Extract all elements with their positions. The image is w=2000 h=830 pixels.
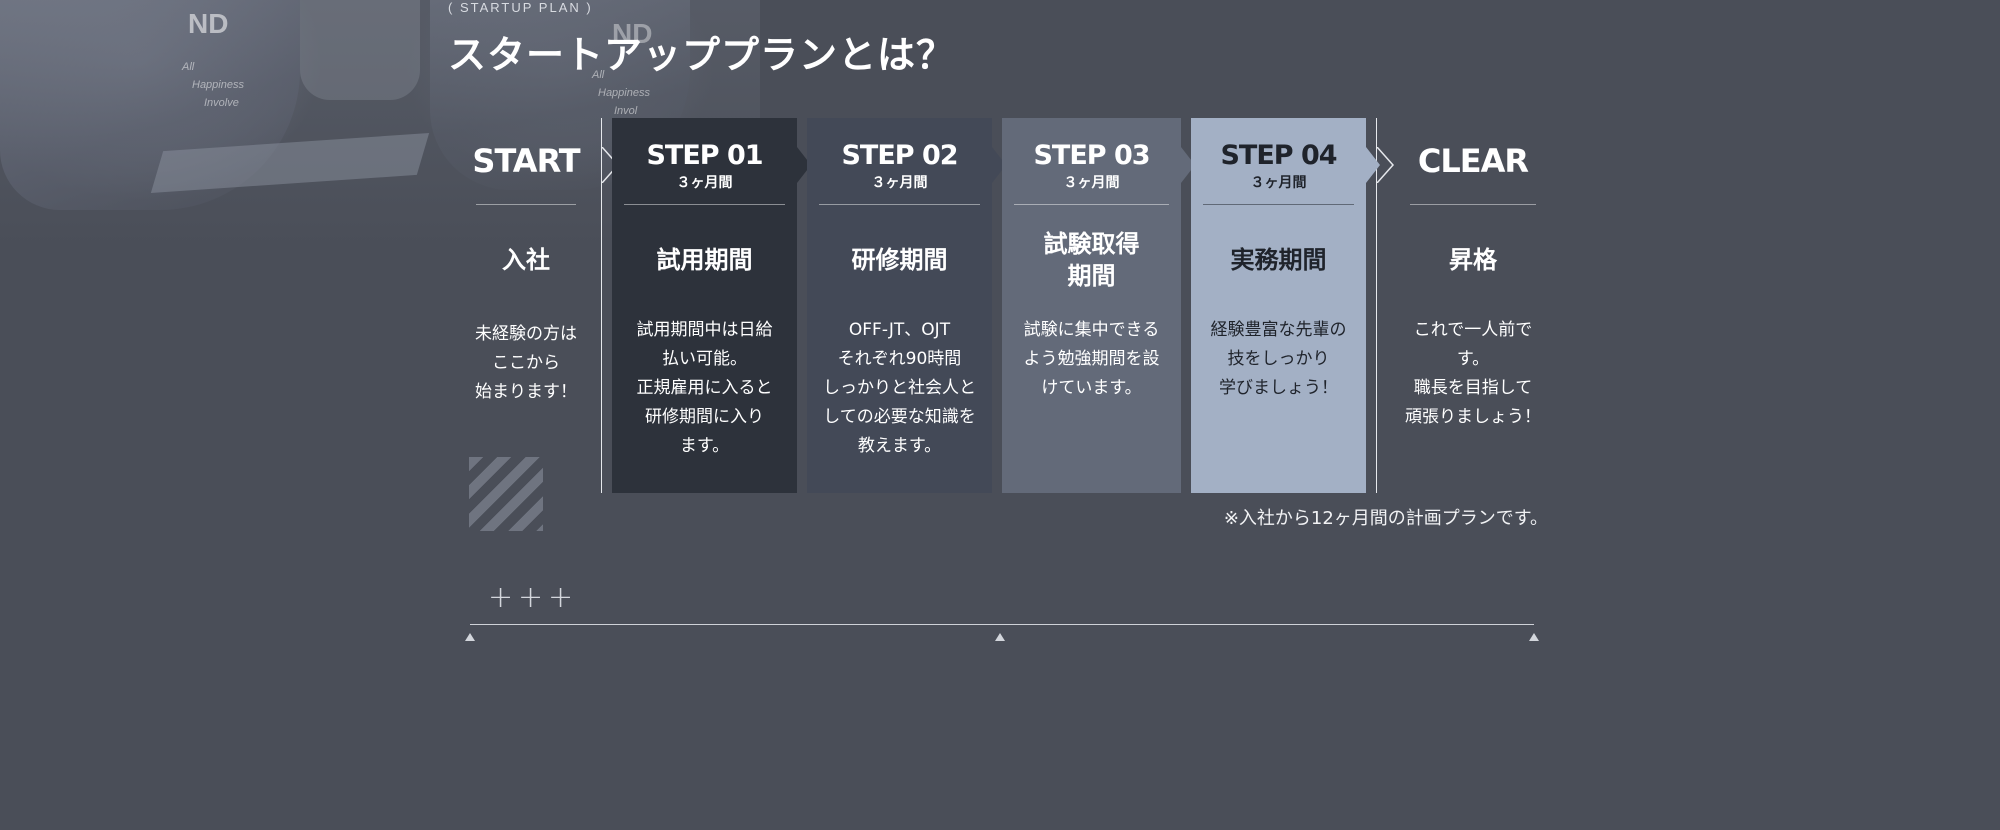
column-name: 試験取得 期間 [1043, 230, 1140, 290]
column-name: 実務期間 [1230, 246, 1327, 274]
column-name: 試用期間 [656, 246, 753, 274]
column-description: 未経験の方はここから始まります！ [475, 324, 577, 402]
step-arrow [1366, 147, 1380, 183]
divider [1203, 204, 1354, 205]
column-name: 昇格 [1449, 246, 1497, 274]
divider [1014, 204, 1169, 205]
triangle-marker-icon [465, 633, 475, 641]
column-name: 研修期間 [851, 246, 948, 274]
column-head: STEP 03 [1033, 140, 1150, 171]
column-description: これで一人前です。職長を目指して頑張りましょう！ [1405, 320, 1541, 427]
duration-label: ３ヶ月間 [1250, 175, 1307, 191]
duration-label: ３ヶ月間 [1063, 175, 1120, 191]
column-head: STEP 02 [841, 140, 958, 171]
column-step-01: STEP 01 ３ヶ月間 試用期間 試用期間中は日給払い可能。正規雇用に入ると研… [612, 118, 797, 493]
uniform-logo-right: ND [612, 18, 653, 49]
plus-icon: + [548, 580, 574, 615]
plus-icon: + [518, 580, 544, 615]
column-name: 入社 [502, 246, 550, 274]
plan-note: ※入社から12ヶ月間の計画プランです。 [1223, 508, 1548, 529]
duration-label: ３ヶ月間 [676, 175, 733, 191]
divider [624, 204, 785, 205]
column-head: STEP 04 [1220, 140, 1337, 171]
uniform-slogan-left: All Happiness Involve [182, 61, 244, 109]
timeline-baseline [470, 624, 1534, 625]
column-clear: CLEAR 昇格 これで一人前です。職長を目指して頑張りましょう！ [1398, 118, 1548, 493]
column-head: START [472, 142, 580, 180]
section-eyebrow: ( STARTUP PLAN ) [448, 0, 593, 15]
clear-divider-line [1376, 118, 1377, 493]
uniform-logo-left: ND [188, 8, 229, 39]
uniform-slogan-right: All Happiness Invol [592, 69, 650, 117]
hatch-pattern-decoration [469, 457, 543, 531]
column-start: START 入社 未経験の方はここから始まります！ [464, 118, 588, 493]
column-description: 試験に集中できるよう勉強期間を設けています。 [1023, 320, 1160, 398]
column-step-03: STEP 03 ３ヶ月間 試験取得 期間 試験に集中できるよう勉強期間を設けてい… [1002, 118, 1181, 493]
divider [819, 204, 980, 205]
column-description: 試用期間中は日給払い可能。正規雇用に入ると研修期間に入ります。 [636, 320, 773, 456]
triangle-marker-icon [995, 633, 1005, 641]
vehicle-shape [300, 0, 420, 100]
column-step-04: STEP 04 ３ヶ月間 実務期間 経験豊富な先輩の技をしっかり学びましょう！ [1191, 118, 1366, 493]
plus-icon: + [488, 580, 514, 615]
divider [476, 204, 576, 205]
column-description: 経験豊富な先輩の技をしっかり学びましょう！ [1210, 320, 1347, 398]
page-title: スタートアッププランとは？ [448, 32, 956, 77]
chevron-right-icon [1377, 147, 1395, 183]
start-divider-line [601, 118, 602, 493]
divider [1410, 204, 1536, 205]
worker-figure-left [0, 0, 300, 210]
duration-label: ３ヶ月間 [871, 175, 928, 191]
column-head: STEP 01 [646, 140, 763, 171]
column-head: CLEAR [1417, 142, 1529, 180]
triangle-marker-icon [1529, 633, 1539, 641]
